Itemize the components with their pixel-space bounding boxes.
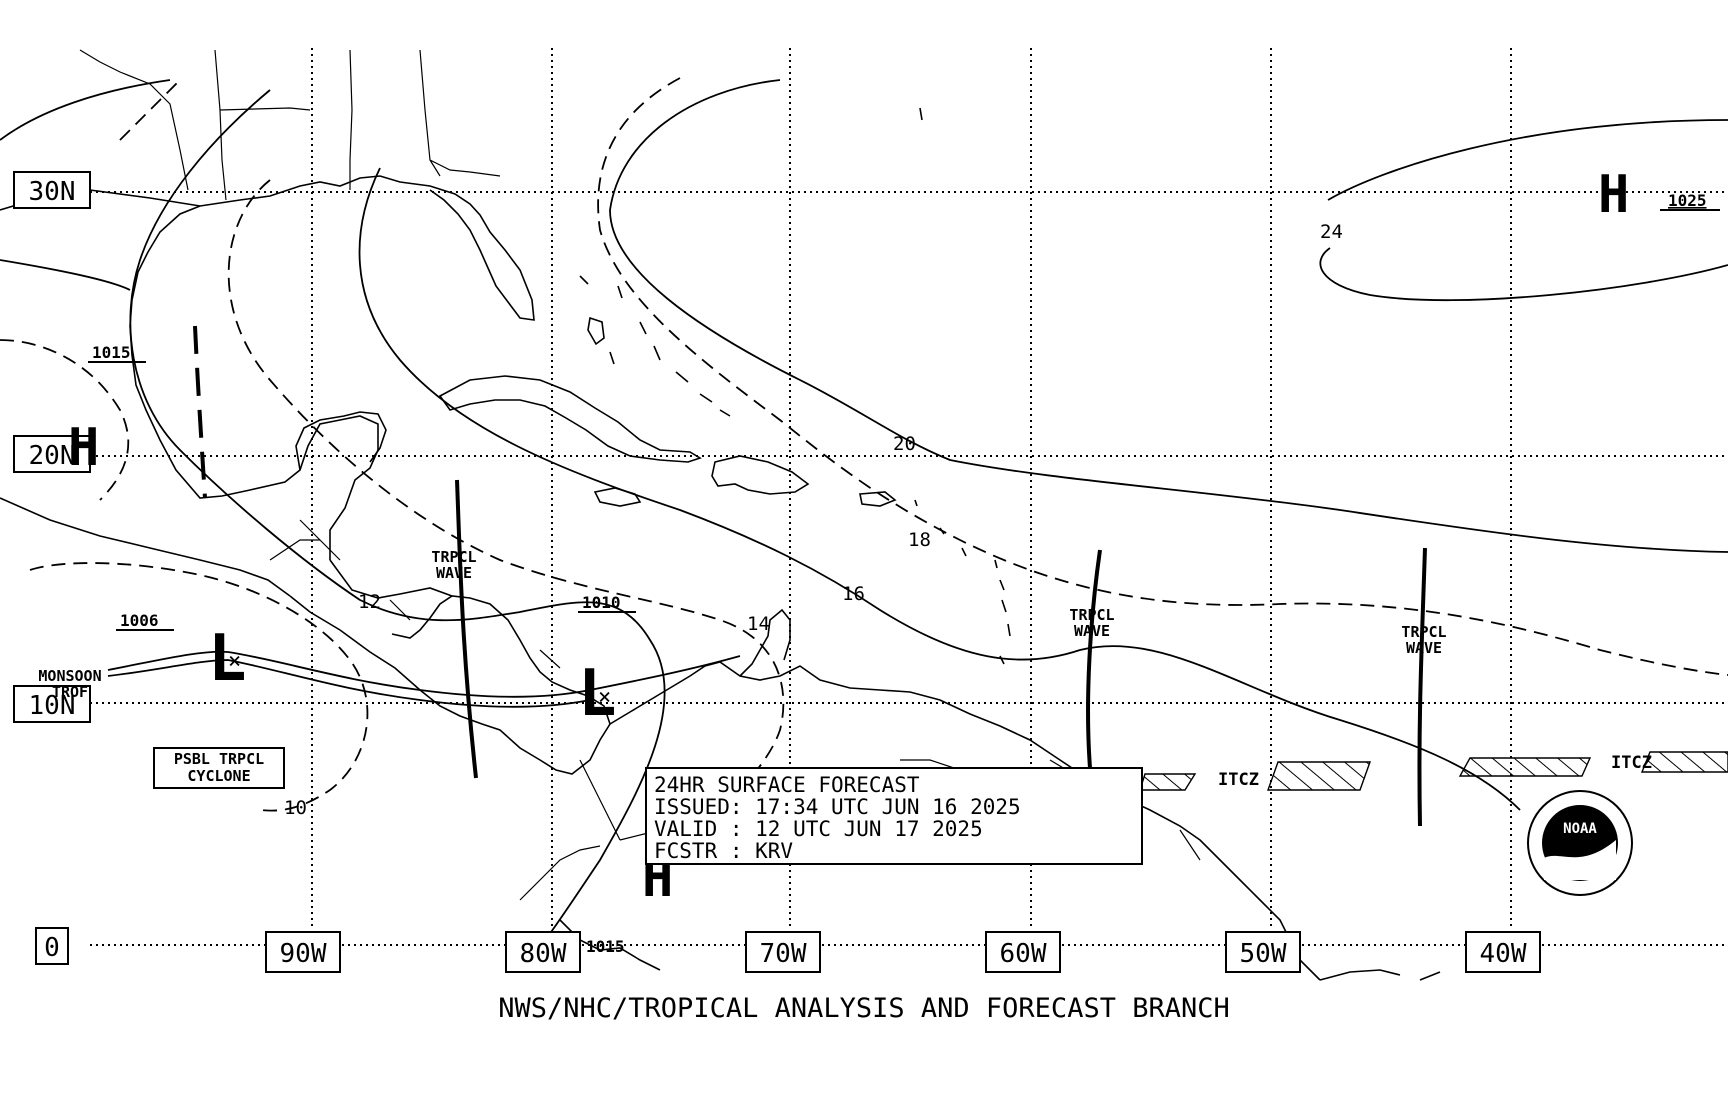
cuba <box>438 375 702 463</box>
itcz-segment-3 <box>1458 757 1592 777</box>
forecast-valid: VALID : 12 UTC JUN 17 2025 <box>654 817 983 841</box>
isobar-label-18: 18 <box>908 529 931 551</box>
gulf-coastline <box>0 175 535 321</box>
forecast-forecaster: FCSTR : KRV <box>654 839 793 863</box>
isobar-label-10: 10 <box>284 797 307 819</box>
lat-label-20n: 20N <box>29 441 76 471</box>
lon-label-70w: 70W <box>760 939 807 969</box>
itcz-segment-1 <box>1139 773 1197 791</box>
lat-label-0: 0 <box>44 933 60 963</box>
isobar-24 <box>1319 119 1728 302</box>
noaa-logo: NOAA <box>1527 790 1633 896</box>
isobars <box>0 77 1728 971</box>
isobar-16 <box>358 167 1521 811</box>
low-value-pacific: 1006 <box>120 611 159 630</box>
high-center-east: H <box>1598 165 1629 225</box>
isobar-10 <box>29 562 369 812</box>
lon-label-90w: 90W <box>280 939 327 969</box>
itcz-label-east: ITCZ <box>1611 753 1652 773</box>
trpcl-wave-central <box>1086 549 1102 769</box>
forecast-title: 24HR SURFACE FORECAST <box>654 773 920 797</box>
trpcl-wave-east <box>1417 547 1427 827</box>
isobar-18 <box>597 77 1728 676</box>
low-value-caribbean: 1010 <box>582 593 621 612</box>
isobar-label-12: 12 <box>358 591 381 613</box>
isobar-20 <box>609 79 1728 553</box>
psbl-cyclone-box <box>153 747 285 789</box>
low-center-pacific: L <box>208 622 247 696</box>
itcz-segment-2 <box>1267 761 1371 791</box>
isobar-14 <box>227 179 785 801</box>
lon-label-60w: 60W <box>1000 939 1047 969</box>
svg-text:×: × <box>598 685 611 710</box>
lon-label-80w: 80W <box>520 939 567 969</box>
itcz-segment-4 <box>1640 751 1728 773</box>
high-value-south-america: 1015 <box>586 937 625 956</box>
troughs <box>107 325 1427 827</box>
itcz: ITCZ ITCZ <box>1139 751 1728 791</box>
lon-label-50w: 50W <box>1240 939 1287 969</box>
yucatan-peninsula <box>295 411 387 471</box>
noaa-logo-text: NOAA <box>1563 821 1597 837</box>
isobar-label-14: 14 <box>747 613 770 635</box>
lon-label-40w: 40W <box>1480 939 1527 969</box>
puerto-rico <box>859 491 897 507</box>
isobar-labels: 24 20 18 16 14 12 10 <box>284 221 1343 819</box>
longitude-labels: 90W 80W 70W 60W 50W 40W <box>265 931 1541 973</box>
svg-text:×: × <box>228 649 241 674</box>
hispaniola <box>711 455 810 495</box>
low-center-caribbean: L <box>578 657 617 731</box>
lat-label-30n: 30N <box>29 177 76 207</box>
psbl-cyclone-line1: PSBL TRPCL <box>174 750 264 768</box>
itcz-label: ITCZ <box>1218 770 1259 790</box>
isobar-label-20: 20 <box>893 433 916 455</box>
trpcl-wave-west <box>455 479 478 779</box>
high-value-gulf: 1015 <box>92 343 131 362</box>
high-value-east: 1025 <box>1668 191 1707 210</box>
forecast-issued: ISSUED: 17:34 UTC JUN 16 2025 <box>654 795 1021 819</box>
monsoon-trough <box>107 650 741 698</box>
south-america-coast <box>609 661 1321 981</box>
isobar-label-24: 24 <box>1320 221 1343 243</box>
latitude-labels: 30N 20N 10N 0 <box>13 171 91 965</box>
isobar-12 <box>129 89 666 971</box>
forecast-info-box: 24HR SURFACE FORECAST ISSUED: 17:34 UTC … <box>645 767 1143 865</box>
isobar-label-16: 16 <box>842 583 865 605</box>
psbl-cyclone-line2: CYCLONE <box>187 767 250 785</box>
trough-gulf <box>193 325 207 499</box>
coastlines <box>0 49 1441 981</box>
lat-label-10n: 10N <box>29 691 76 721</box>
jamaica <box>593 487 642 507</box>
high-center-gulf: H <box>68 418 99 478</box>
footer-credit: NWS/NHC/TROPICAL ANALYSIS AND FORECAST B… <box>498 993 1230 1024</box>
